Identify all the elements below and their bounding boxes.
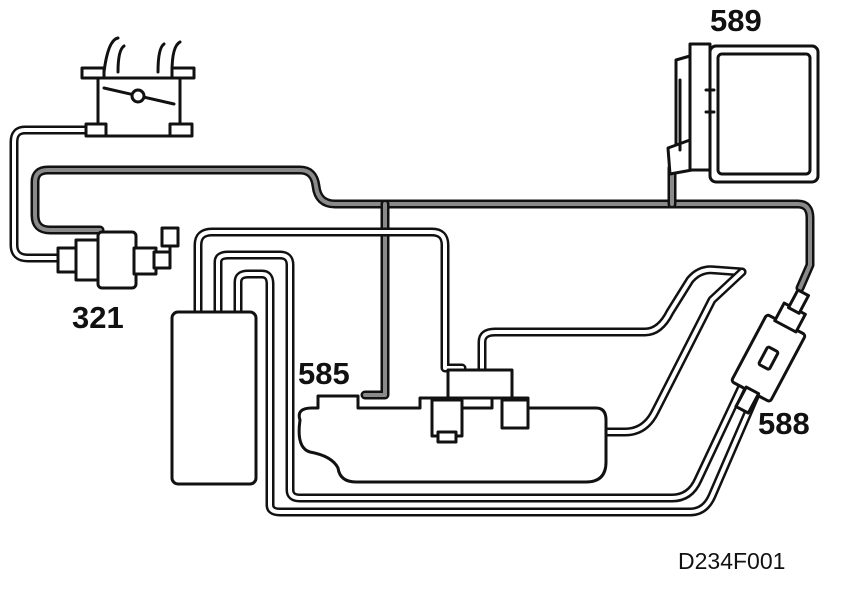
control-unit-589 [666, 42, 820, 184]
solenoid-valve-588 [730, 288, 811, 415]
outer-return-hose-inner [236, 272, 762, 514]
label-canister-585: 585 [298, 356, 350, 391]
label-control-unit-589: 589 [710, 3, 762, 38]
hose-network [9, 125, 815, 517]
vacuum-hose-loop-inner [33, 168, 812, 290]
label-valve-321: 321 [72, 300, 124, 335]
charcoal-canister-585 [297, 368, 608, 484]
fuel-tank [170, 310, 258, 486]
throttle-body [80, 36, 196, 138]
canister-vent-hose-inner [480, 267, 744, 372]
label-solenoid-588: 588 [758, 406, 810, 441]
throttle-hose-inner [12, 128, 97, 260]
canister-drop-inner [363, 202, 387, 397]
canister-outlet-hose-outer [593, 267, 747, 437]
tank-vent-hose-inner [216, 253, 747, 500]
purge-hose-inner [196, 230, 464, 370]
valve-321 [56, 226, 180, 290]
figure-reference: D234F001 [678, 548, 786, 574]
canister-outlet-hose-inner [596, 270, 744, 434]
